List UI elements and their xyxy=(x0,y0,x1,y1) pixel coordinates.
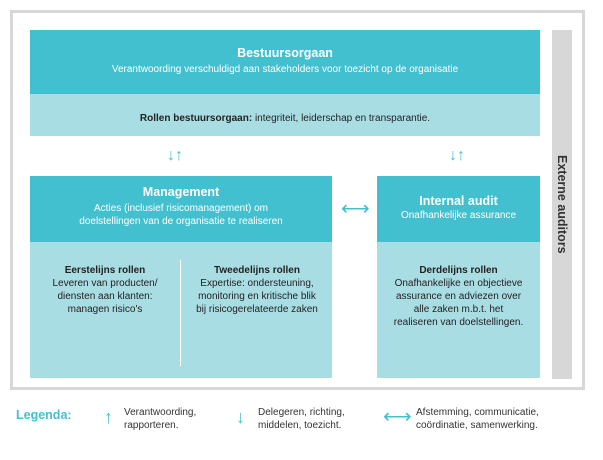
left-right-arrow-icon: ⟷ xyxy=(383,406,412,428)
second-line-text: bij risicogerelateerde zaken xyxy=(196,304,318,315)
legend-text: Afstemming, communicatie, xyxy=(416,407,539,418)
board-roles: Rollen bestuursorgaan: integriteit, leid… xyxy=(30,94,540,136)
third-line-text: realiseren van doelstellingen. xyxy=(393,317,524,328)
management-subtitle-line: Acties (inclusief risicomanagement) om xyxy=(94,203,268,214)
left-right-arrow-icon: ⟷ xyxy=(341,198,370,220)
management-title: Management xyxy=(142,185,220,199)
legend-text: coördinatie, samenwerking. xyxy=(416,420,538,431)
legend-item-coordination: Afstemming, communicatie, coördinatie, s… xyxy=(416,406,539,432)
up-down-arrow-icon: ↓↑ xyxy=(167,147,183,164)
internal-audit-title: Internal audit xyxy=(419,194,498,208)
management-subtitle-line: doelstellingen van de organisatie te rea… xyxy=(79,216,283,227)
third-line-text: alle zaken m.b.t. het xyxy=(413,304,504,315)
second-line-title: Tweedelijns rollen xyxy=(214,265,300,276)
board-title: Bestuursorgaan xyxy=(237,46,333,60)
down-arrow-icon: ↓ xyxy=(236,407,245,427)
management-subtitle: Acties (inclusief risicomanagement) om d… xyxy=(30,202,332,228)
internal-audit-subtitle: Onafhankelijke assurance xyxy=(400,210,517,221)
first-line-title: Eerstelijns rollen xyxy=(64,265,146,276)
first-line-text: diensten aan klanten: xyxy=(57,291,153,302)
legend-title: Legenda: xyxy=(16,408,72,422)
first-line-text: managen risico's xyxy=(67,304,143,315)
legend-text: Delegeren, richting, xyxy=(258,407,345,418)
board-header: Bestuursorgaan Verantwoording verschuldi… xyxy=(30,30,540,94)
legend-text: Verantwoording, xyxy=(124,407,197,418)
external-auditors-bar: Externe auditors xyxy=(552,30,572,379)
legend-text: rapporteren. xyxy=(124,420,179,431)
internal-audit-body: Derdelijns rollen Onafhankelijke en obje… xyxy=(377,242,540,378)
external-auditors-label: Externe auditors xyxy=(555,155,569,254)
legend-item-accountability: Verantwoording, rapporteren. xyxy=(124,406,196,432)
board-subtitle: Verantwoording verschuldigd aan stakehol… xyxy=(111,64,459,75)
legend-text: middelen, toezicht. xyxy=(258,420,342,431)
board-roles-label: Rollen bestuursorgaan: xyxy=(139,113,253,124)
internal-audit-header: Internal audit Onafhankelijke assurance xyxy=(377,176,540,242)
first-line-text: Leveren van producten/ xyxy=(52,278,158,289)
third-line-text: Onafhankelijke en objectieve xyxy=(394,278,523,289)
second-line-text: Expertise: ondersteuning, xyxy=(200,278,314,289)
up-arrow-icon: ↑ xyxy=(104,407,113,427)
third-line-title: Derdelijns rollen xyxy=(419,265,498,276)
management-header: Management Acties (inclusief risicomanag… xyxy=(30,176,332,242)
management-body: Eerstelijns rollen Leveren van producten… xyxy=(30,242,332,378)
legend-item-delegation: Delegeren, richting, middelen, toezicht. xyxy=(258,406,345,432)
column-divider xyxy=(180,260,181,366)
second-line-roles: Tweedelijns rollen Expertise: ondersteun… xyxy=(182,264,332,316)
board-roles-text: integriteit, leiderschap en transparanti… xyxy=(252,113,431,124)
up-down-arrow-icon: ↓↑ xyxy=(449,147,465,164)
first-line-roles: Eerstelijns rollen Leveren van producten… xyxy=(30,264,180,316)
third-line-text: assurance en adviezen over xyxy=(395,291,522,302)
second-line-text: monitoring en kritische blik xyxy=(198,291,316,302)
